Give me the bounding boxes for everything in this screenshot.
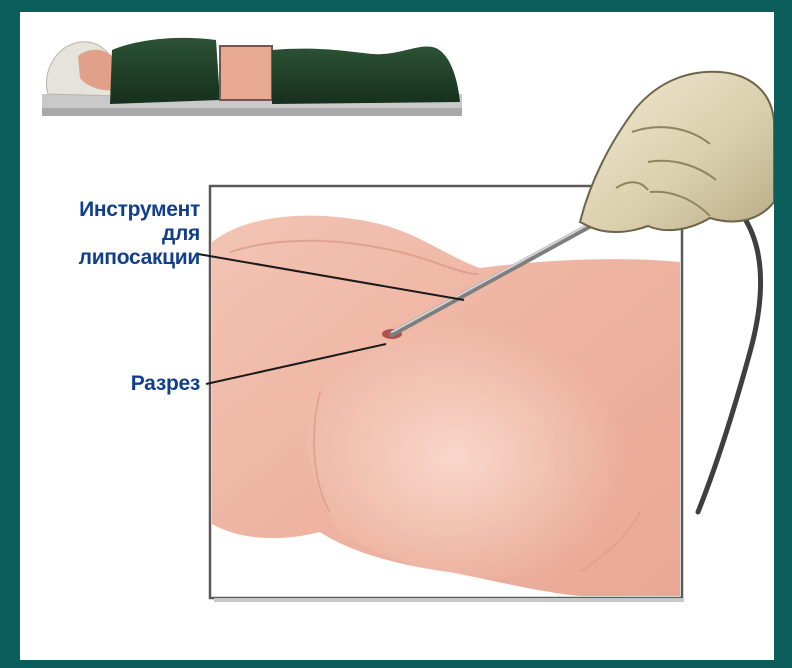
patient-thumbnail: [42, 38, 462, 116]
gloved-hand: [580, 72, 774, 232]
suction-tube: [698, 188, 761, 512]
instrument-label: Инструмент для липосакции: [79, 198, 200, 270]
liposuction-illustration: [20, 12, 774, 660]
instrument-label-line2: для: [79, 222, 200, 246]
instrument-label-line1: Инструмент: [79, 198, 200, 222]
surgical-drape-right: [272, 46, 460, 104]
incision-label: Разрез: [131, 372, 200, 396]
illustration-frame: Инструмент для липосакции Разрез: [20, 12, 774, 660]
instrument-label-line3: липосакции: [79, 246, 200, 270]
exposed-area: [220, 46, 272, 100]
surgical-drape-left: [110, 38, 220, 104]
